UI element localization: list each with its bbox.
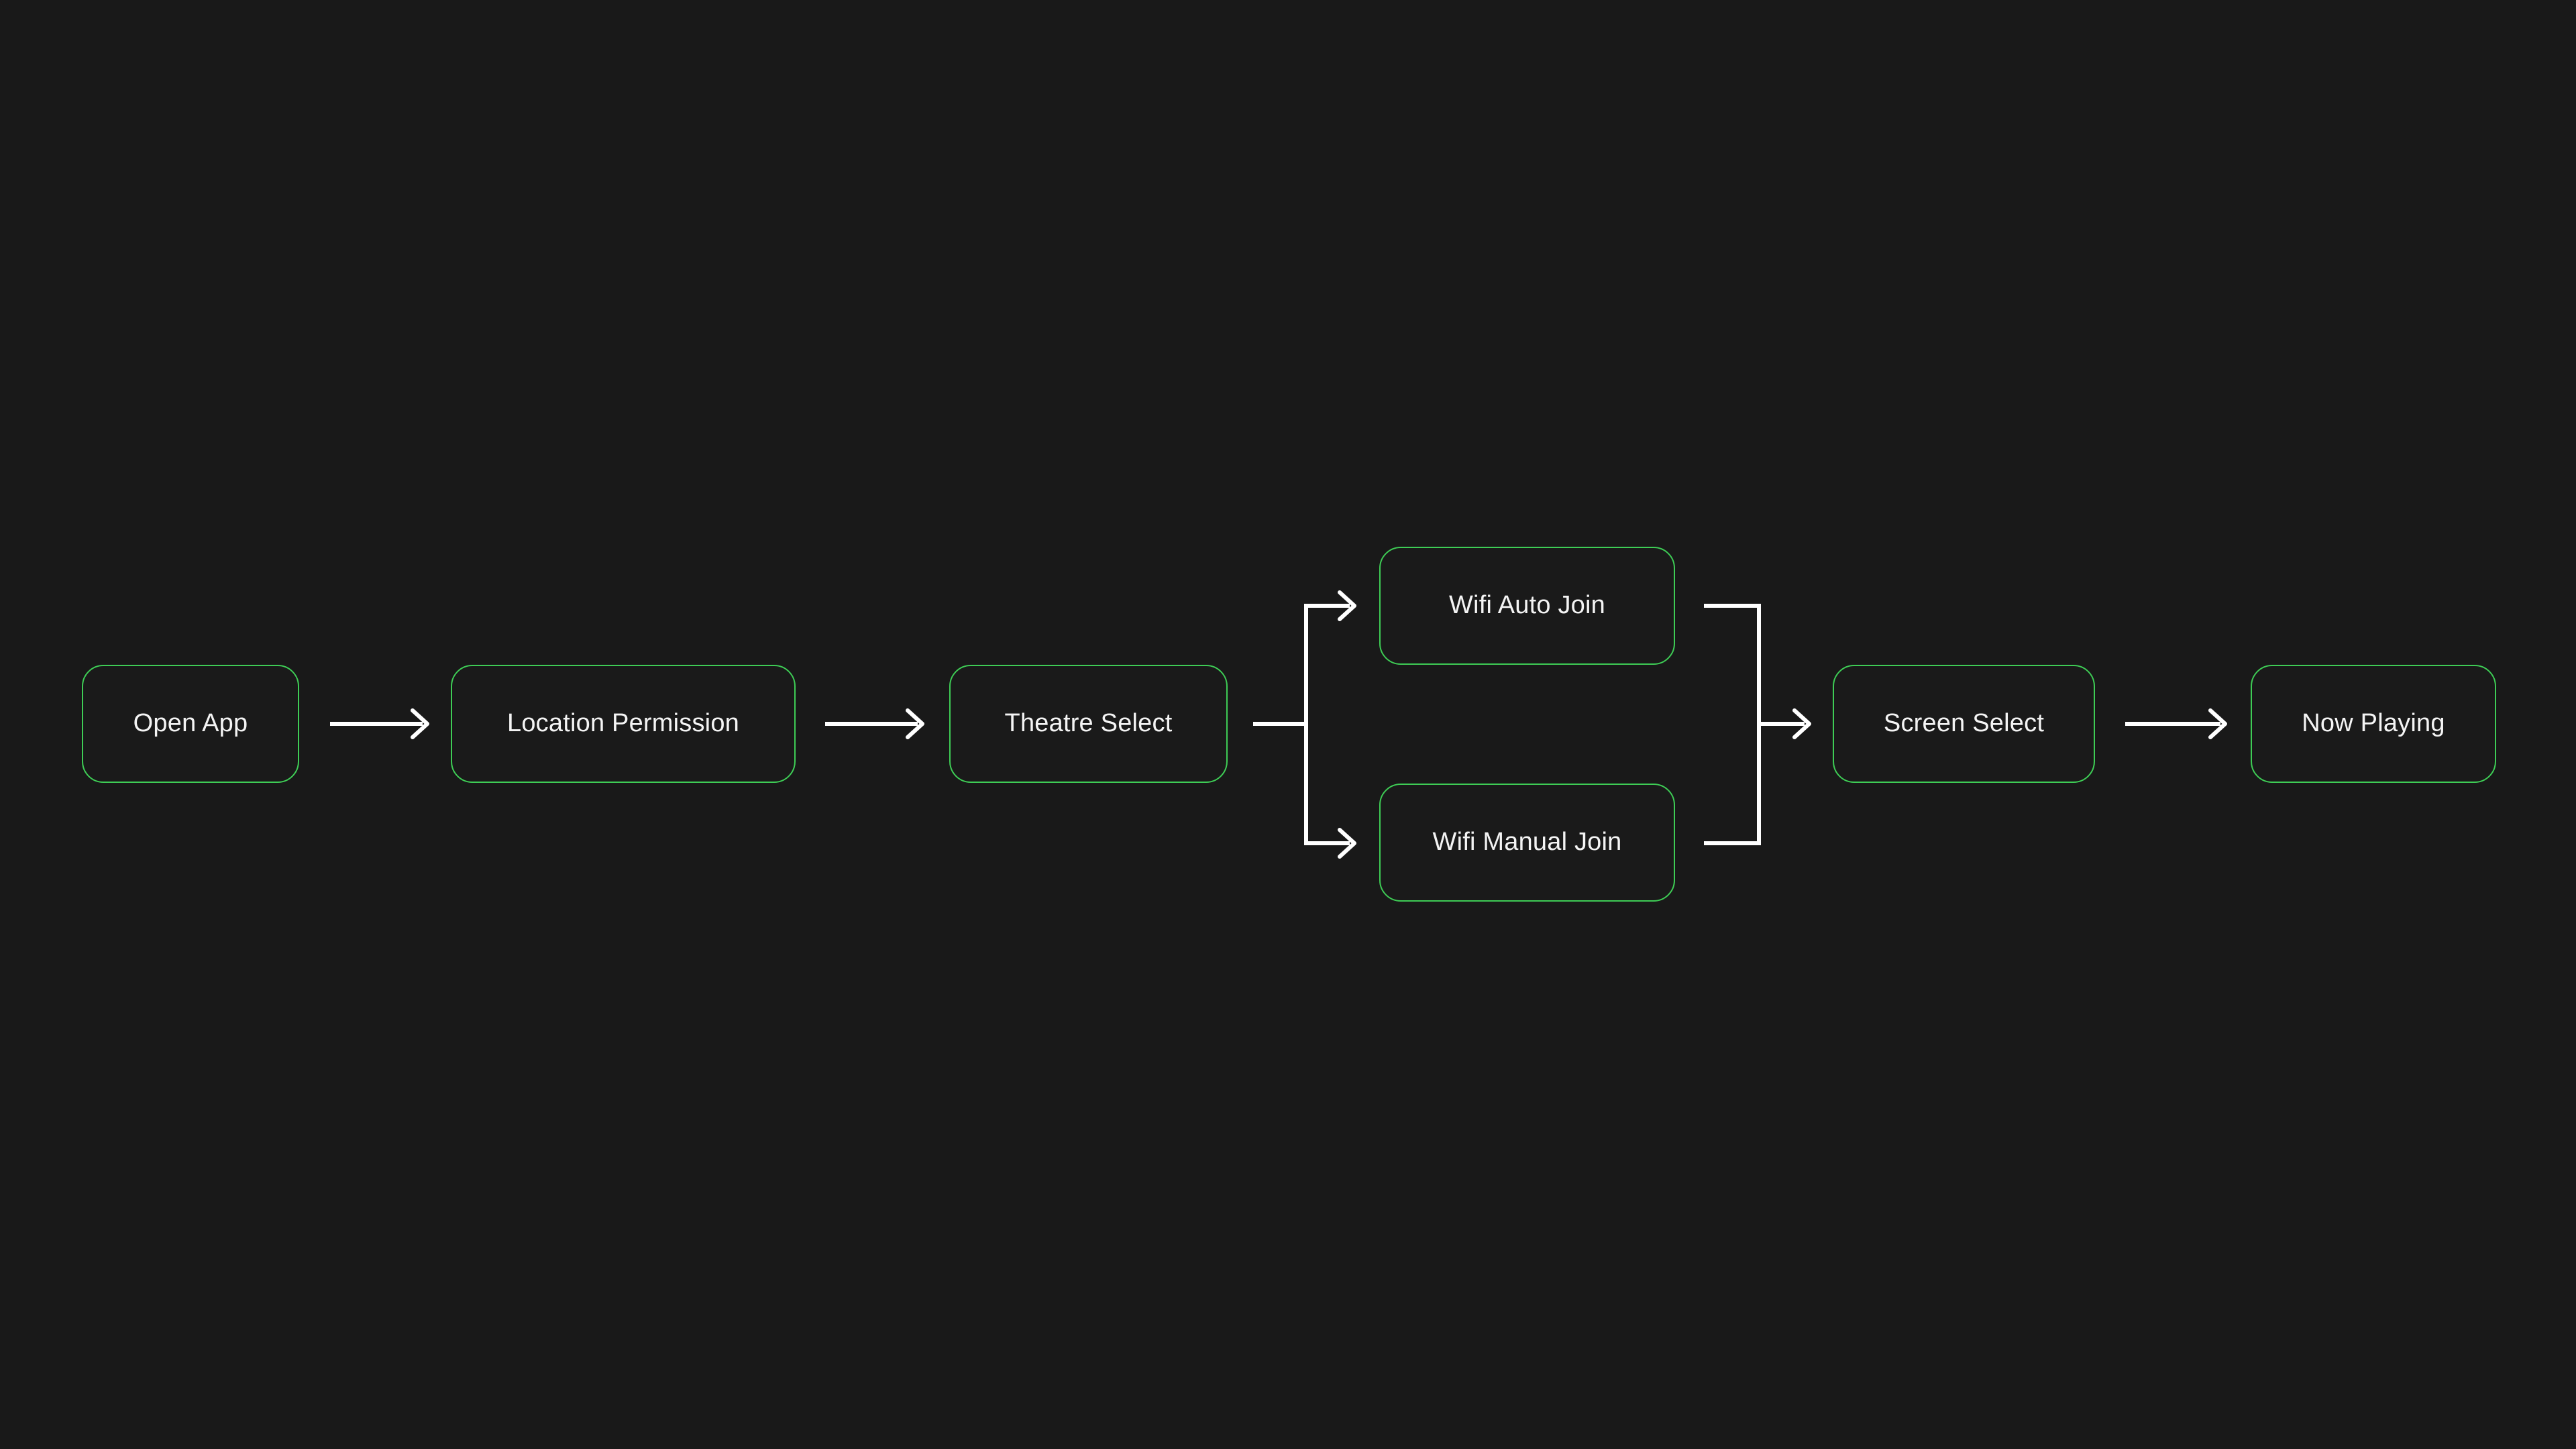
node-now-playing-label: Now Playing <box>2302 709 2445 738</box>
node-screen-select[interactable]: Screen Select <box>1833 665 2095 783</box>
node-open-app[interactable]: Open App <box>82 665 299 783</box>
edge-theatre-select-split-stub <box>1253 606 1308 843</box>
node-wifi-auto-join[interactable]: Wifi Auto Join <box>1379 547 1675 665</box>
edge-merge-to-screen-select <box>1757 604 1811 845</box>
node-location-permission-label: Location Permission <box>507 709 739 738</box>
edge-theatre-select-to-wifi-manual-join <box>1304 828 1356 859</box>
node-wifi-manual-join-label: Wifi Manual Join <box>1432 828 1622 857</box>
node-now-playing[interactable]: Now Playing <box>2251 665 2496 783</box>
edge-open-app-to-location-permission <box>330 708 429 739</box>
node-screen-select-label: Screen Select <box>1883 709 2045 738</box>
node-theatre-select-label: Theatre Select <box>1004 709 1173 738</box>
edge-location-permission-to-theatre-select <box>825 708 924 739</box>
edge-screen-select-to-now-playing <box>2125 708 2227 739</box>
node-wifi-manual-join[interactable]: Wifi Manual Join <box>1379 784 1675 902</box>
edge-theatre-select-to-wifi-auto-join <box>1304 590 1356 621</box>
node-location-permission[interactable]: Location Permission <box>451 665 796 783</box>
node-open-app-label: Open App <box>133 709 248 738</box>
node-theatre-select[interactable]: Theatre Select <box>949 665 1228 783</box>
node-wifi-auto-join-label: Wifi Auto Join <box>1448 591 1605 620</box>
